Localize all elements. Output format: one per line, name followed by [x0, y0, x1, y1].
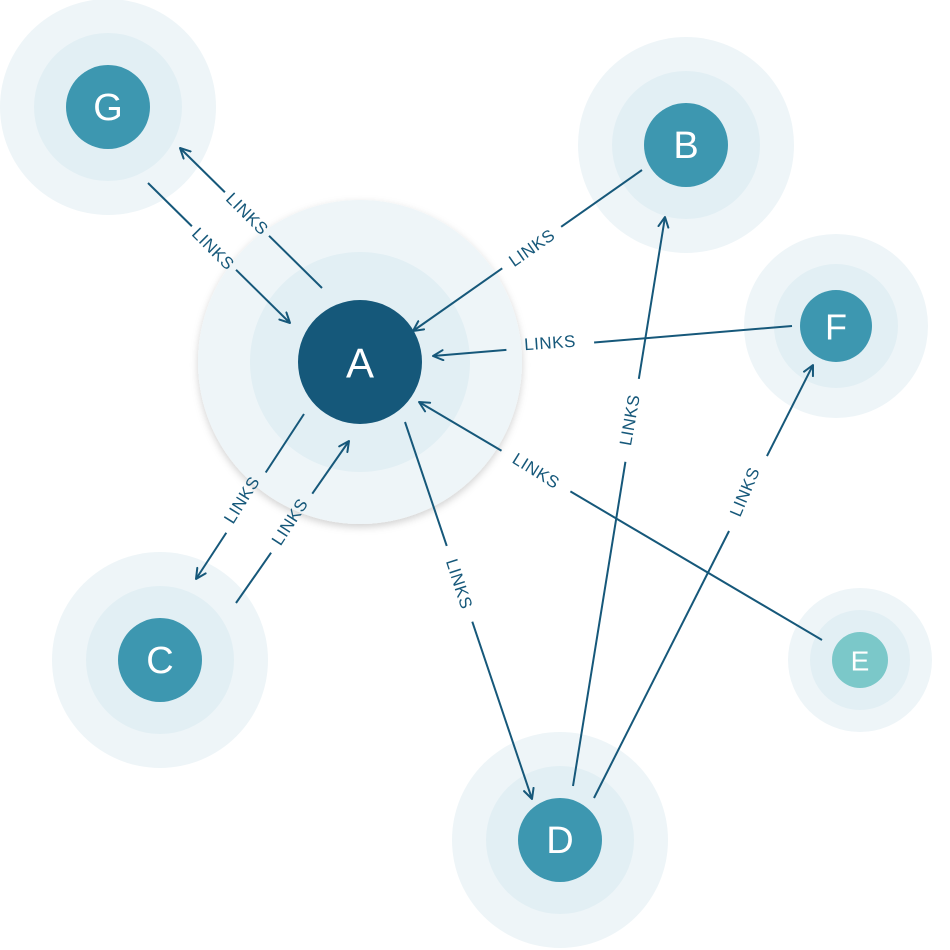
- node-circle[interactable]: [644, 103, 728, 187]
- edge-line-end-arrow: [766, 364, 814, 457]
- edge-line-end-arrow: [195, 532, 228, 580]
- edge-line-start: [594, 325, 793, 344]
- node-circle[interactable]: [800, 290, 872, 362]
- node-label: G: [93, 87, 123, 129]
- edge-label: LINKS: [505, 225, 558, 270]
- node-e[interactable]: E: [832, 632, 888, 688]
- node-layer: A B C D E F G: [66, 65, 888, 882]
- node-d[interactable]: D: [518, 798, 602, 882]
- edge-line-end-arrow: [179, 147, 226, 193]
- node-f[interactable]: F: [800, 290, 872, 362]
- edge-line-start: [268, 235, 323, 289]
- node-c[interactable]: C: [118, 618, 202, 702]
- node-label: F: [825, 307, 847, 348]
- edge-line-end-arrow: [412, 267, 503, 332]
- edge-line-start: [147, 182, 193, 227]
- edge-label: LINKS: [524, 332, 577, 355]
- node-b[interactable]: B: [644, 103, 728, 187]
- node-label: C: [146, 640, 173, 682]
- edge-line-end-arrow: [637, 216, 670, 380]
- edge-line-start: [572, 461, 627, 787]
- node-g[interactable]: G: [66, 65, 150, 149]
- edge-line-start: [560, 169, 643, 228]
- edge-line-start: [235, 552, 272, 604]
- edge-line-start: [569, 490, 823, 641]
- edge-line-start: [593, 530, 730, 799]
- node-circle[interactable]: [66, 65, 150, 149]
- edge-label: LINKS: [616, 393, 644, 447]
- edge-label: LINKS: [268, 495, 312, 549]
- edge-label: LINKS: [726, 465, 764, 520]
- node-circle[interactable]: [832, 632, 888, 688]
- edge-label: LINKS: [188, 224, 238, 274]
- edge-label: LINKS: [442, 557, 476, 612]
- edge-label: LINKS: [222, 189, 272, 239]
- node-circle[interactable]: [118, 618, 202, 702]
- node-label: B: [673, 125, 698, 167]
- node-label: A: [346, 340, 374, 387]
- node-label: E: [851, 646, 870, 677]
- edge-line-end-arrow: [432, 348, 507, 362]
- edge-label: LINKS: [220, 473, 263, 527]
- node-circle[interactable]: [298, 300, 422, 424]
- node-label: D: [546, 820, 573, 862]
- node-a[interactable]: A: [298, 300, 422, 424]
- edge-line-end-arrow: [235, 269, 291, 324]
- edge-line-start: [264, 413, 305, 474]
- edge-line-end-arrow: [471, 621, 535, 800]
- edge-f-to-a: LINKS: [432, 325, 793, 362]
- edge-label: LINKS: [509, 449, 563, 492]
- halo-layer: [0, 0, 932, 948]
- node-circle[interactable]: [518, 798, 602, 882]
- edge-line-start: [404, 421, 448, 547]
- edge-line-end-arrow: [311, 440, 350, 495]
- edge-line-end-arrow: [418, 401, 503, 452]
